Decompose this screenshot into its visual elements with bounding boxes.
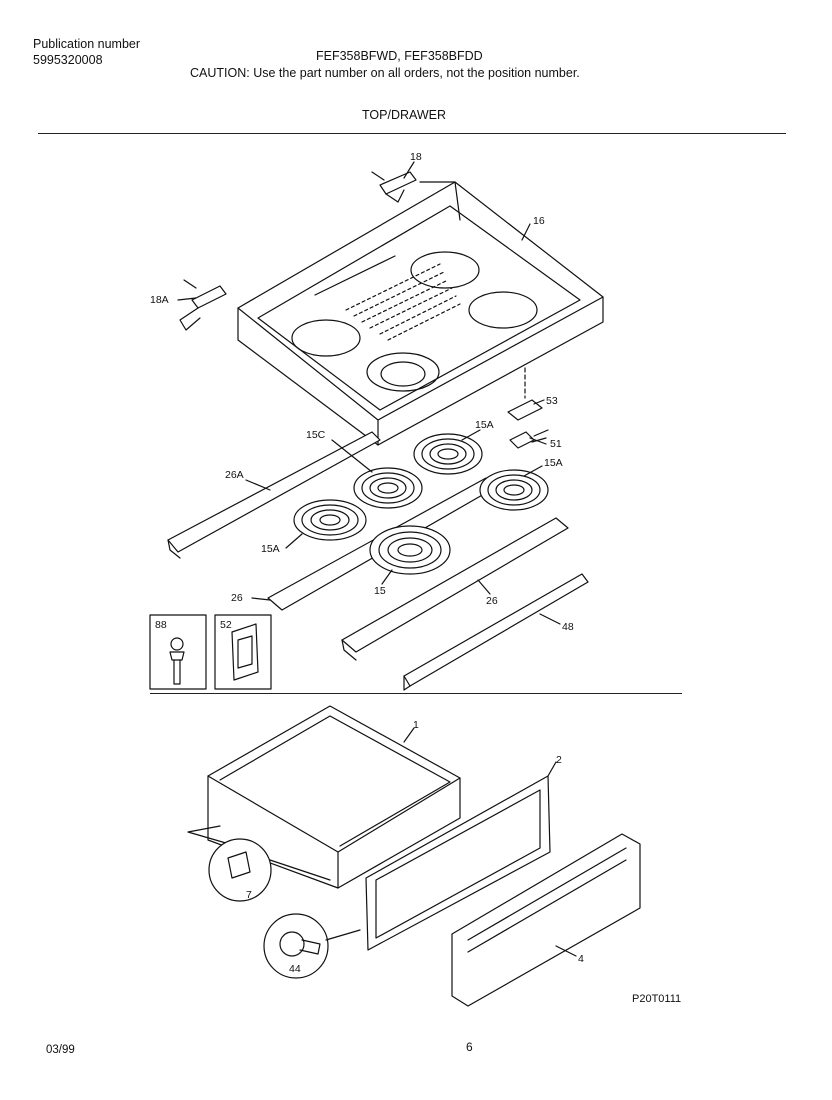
surface-element-15a-right: [479, 469, 549, 511]
callout-2: 2: [556, 754, 562, 766]
callout-26-1: 26: [231, 592, 243, 604]
leader-line-15a-2: [523, 465, 543, 477]
switch-part-51: [509, 429, 549, 449]
callout-26-2: 26: [486, 595, 498, 607]
callout-44: 44: [289, 963, 301, 975]
callout-52: 52: [220, 619, 232, 631]
support-rail-part-26a: [167, 431, 381, 559]
leader-line-51: [529, 437, 547, 445]
leader-line-48: [539, 613, 561, 625]
switch-part-53: [507, 399, 543, 421]
leader-line-18a: [177, 297, 197, 301]
leader-line-26-1: [251, 597, 271, 601]
inset-part-88: [149, 614, 207, 690]
model-numbers: FEF358BFWD, FEF358BFDD: [316, 49, 483, 63]
leader-line-26-2: [477, 579, 491, 595]
leader-line-15a-3: [285, 533, 303, 549]
publication-number: 5995320008: [33, 53, 103, 67]
callout-15a-2: 15A: [544, 457, 563, 469]
leader-line-15a-1: [461, 429, 481, 441]
callout-18a: 18A: [150, 294, 169, 306]
drawing-code: P20T0111: [632, 993, 682, 1005]
callout-18: 18: [410, 151, 422, 163]
callout-51: 51: [550, 438, 562, 450]
leader-line-1: [403, 727, 415, 743]
callout-53: 53: [546, 395, 558, 407]
caution-note: CAUTION: Use the part number on all orde…: [190, 66, 580, 80]
callout-4: 4: [578, 953, 584, 965]
surface-element-15a-rear: [413, 433, 483, 475]
support-rail-part-26-rear: [341, 517, 569, 661]
leader-line-15: [381, 569, 393, 585]
callout-15a-3: 15A: [261, 543, 280, 555]
inset-part-44: [263, 913, 361, 979]
callout-15c: 15C: [306, 429, 326, 441]
drawer-front-part-2: [365, 775, 551, 951]
leader-line-18: [403, 161, 415, 179]
callout-26a: 26A: [225, 469, 244, 481]
channel-part-48: [403, 573, 589, 691]
revision-date: 03/99: [46, 1044, 75, 1056]
callout-15: 15: [374, 585, 386, 597]
surface-element-15c: [353, 467, 423, 509]
section-divider: [150, 693, 682, 694]
drawer-panel-part-4: [451, 833, 641, 1007]
hinge-bracket-part-18a: [179, 279, 227, 331]
inset-part-7: [208, 838, 331, 902]
page-number: 6: [466, 1040, 473, 1054]
inset-part-52: [214, 614, 272, 690]
callout-48: 48: [562, 621, 574, 633]
hinge-bracket-part-18: [371, 171, 417, 203]
callout-88: 88: [155, 619, 167, 631]
callout-7: 7: [246, 889, 252, 901]
header-divider: [38, 133, 786, 134]
leader-line-4: [555, 945, 577, 957]
surface-element-15a-left: [293, 499, 367, 541]
leader-line-53: [533, 399, 545, 405]
leader-line-2: [547, 761, 557, 777]
callout-15a-1: 15A: [475, 419, 494, 431]
leader-line-26a: [245, 479, 271, 491]
callout-16: 16: [533, 215, 545, 227]
section-title: TOP/DRAWER: [362, 108, 447, 122]
drawer-part-1: [187, 705, 461, 889]
leader-line-16: [521, 223, 531, 241]
leader-line-15c: [331, 439, 373, 473]
callout-1: 1: [413, 719, 419, 731]
cooktop-part-16: [237, 181, 604, 446]
surface-element-15: [369, 525, 451, 575]
publication-label: Publication number: [33, 37, 141, 51]
